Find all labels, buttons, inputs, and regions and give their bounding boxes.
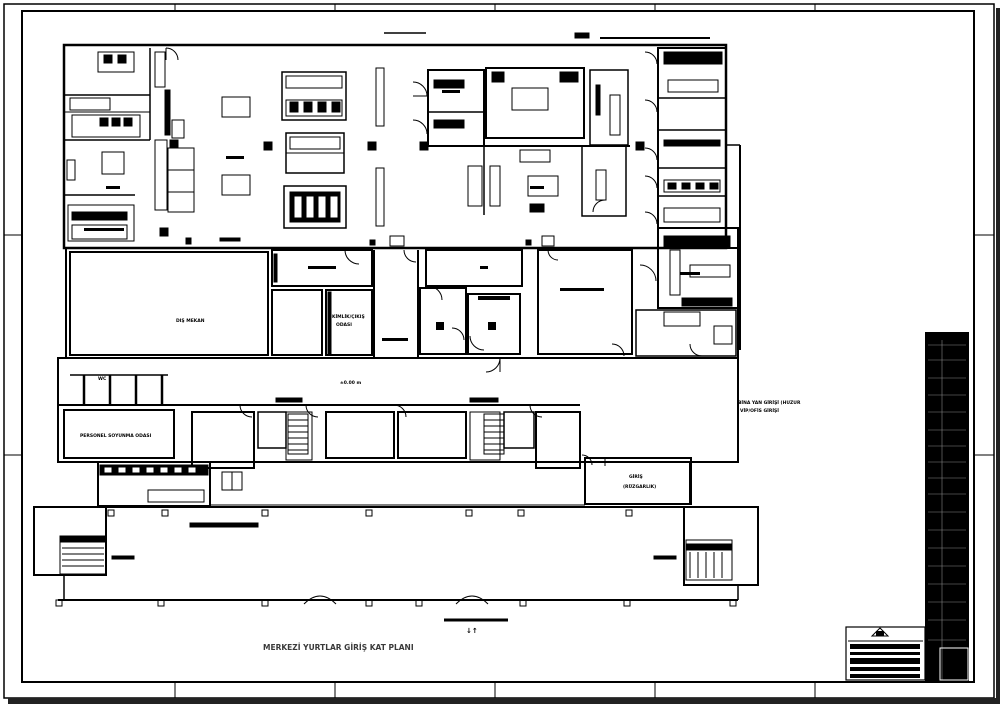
service-block (62, 32, 741, 350)
label-dis-mekan: DIŞ MEKAN (176, 318, 205, 324)
label-bina-yan-girisi: BİNA YAN GİRİŞİ (HUZUR (738, 399, 801, 406)
middle-block (65, 235, 739, 359)
label-kimlik-odasi-1: KİMLİK/ÇIKIŞ (332, 313, 365, 320)
room-tags (84, 90, 700, 341)
service-doors (165, 47, 658, 282)
label-vip-giris: VİP/OFİS GİRİŞİ (740, 407, 779, 414)
label-kimlik-odasi-2: ODASI (336, 322, 352, 328)
north-mark: ↓↑ (466, 627, 478, 635)
lower-block (57, 357, 739, 507)
label-personel-soyunma: PERSONEL SOYUNMA ODASI (80, 433, 152, 439)
label-giris-1: GİRİŞ (629, 473, 643, 480)
stairs (287, 413, 505, 455)
title-block (845, 332, 969, 682)
lobby (33, 504, 759, 622)
lower-doors (239, 404, 593, 466)
room-labels: DIŞ MEKAN KİMLİK/ÇIKIŞ ODASI PERSONEL SO… (80, 313, 801, 490)
label-wc: WC (98, 376, 107, 382)
column-markers (55, 509, 737, 607)
middle-doors (344, 249, 703, 373)
label-corridor-level: ±0.00 m (340, 380, 361, 386)
label-giris-2: (RÜZGARLIK) (623, 483, 656, 490)
drawing-title: MERKEZİ YURTLAR GİRİŞ KAT PLANI (263, 643, 414, 652)
